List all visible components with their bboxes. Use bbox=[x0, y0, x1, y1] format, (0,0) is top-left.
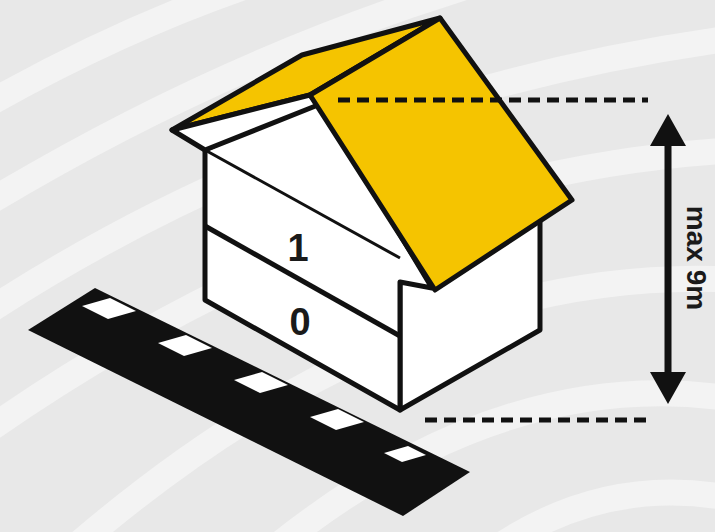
dimension-arrow bbox=[650, 114, 686, 404]
eave bbox=[172, 95, 318, 150]
right-roof bbox=[310, 18, 572, 290]
floor-number: 1 bbox=[287, 229, 308, 267]
dimension-guides bbox=[338, 100, 648, 420]
floor-number: 0 bbox=[289, 303, 310, 341]
house bbox=[172, 18, 572, 410]
height-dimension: max 9m bbox=[682, 206, 710, 310]
